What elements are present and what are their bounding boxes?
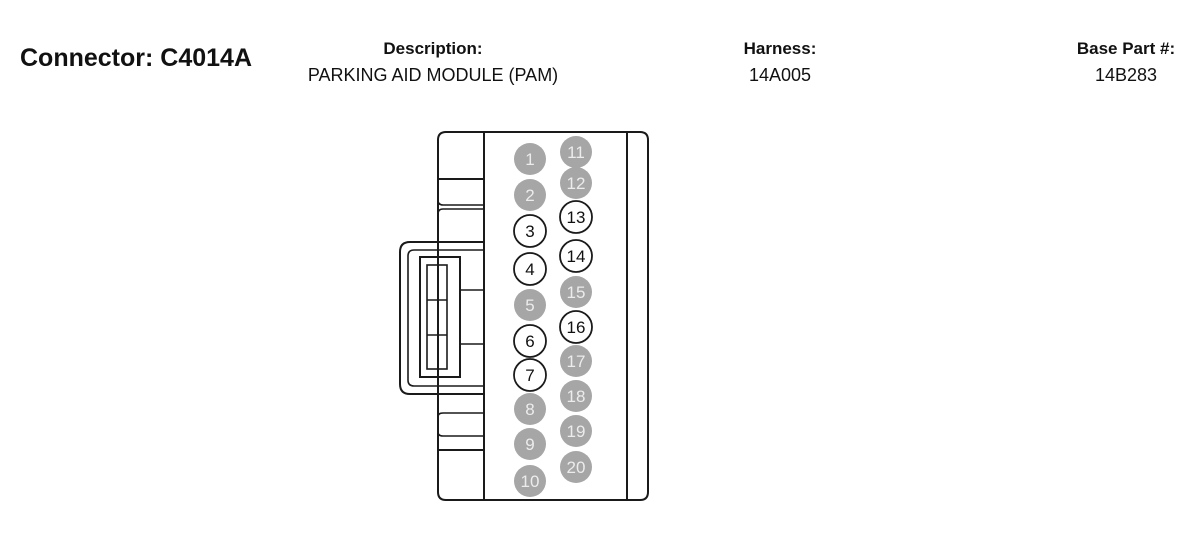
base-part-block: Base Part #: 14B283 — [1050, 38, 1199, 87]
pin-circle — [560, 276, 592, 308]
latch-tab — [460, 289, 484, 345]
pin-2: 2 — [514, 179, 546, 211]
pin-circle — [514, 393, 546, 425]
connector-housing — [399, 131, 649, 501]
pin-20: 20 — [560, 451, 592, 483]
pin-6: 6 — [513, 324, 547, 358]
pin-8: 8 — [514, 393, 546, 425]
pin-number-label: 19 — [567, 422, 586, 441]
latch-inner — [407, 249, 484, 387]
pin-circle — [560, 415, 592, 447]
pin-5: 5 — [514, 289, 546, 321]
pin-number-label: 12 — [567, 174, 586, 193]
description-block: Description: PARKING AID MODULE (PAM) — [288, 38, 578, 87]
pin-number-label: 10 — [521, 472, 540, 491]
pin-circle — [560, 167, 592, 199]
pin-number-label: 6 — [525, 332, 534, 351]
pin-number-label: 4 — [525, 260, 534, 279]
pin-circle — [514, 179, 546, 211]
pin-17: 17 — [560, 345, 592, 377]
pin-circle — [559, 310, 593, 344]
harness-block: Harness: 14A005 — [700, 38, 860, 87]
pin-number-label: 2 — [525, 186, 534, 205]
harness-label: Harness: — [743, 39, 817, 58]
latch-lock-outer — [419, 256, 461, 378]
pin-number-label: 7 — [525, 366, 534, 385]
pin-circle — [560, 451, 592, 483]
pin-1: 1 — [514, 143, 546, 175]
pin-number-label: 15 — [567, 283, 586, 302]
pin-number-label: 9 — [525, 435, 534, 454]
pin-number-label: 11 — [567, 143, 585, 162]
pin-circle — [513, 358, 547, 392]
description-label: Description: — [383, 39, 483, 58]
pin-circle — [559, 200, 593, 234]
pin-circle — [559, 239, 593, 273]
latch-outer — [399, 241, 484, 395]
connector-title: Connector: C4014A — [20, 44, 252, 72]
pin-circle — [514, 465, 546, 497]
harness-value: 14A005 — [748, 65, 812, 85]
pin-number-label: 16 — [567, 318, 586, 337]
pin-9: 9 — [514, 428, 546, 460]
pin-circle — [513, 252, 547, 286]
rib-bottom-2 — [437, 412, 484, 437]
base-part-label: Base Part #: — [1076, 39, 1176, 58]
pin-number-label: 1 — [525, 150, 534, 169]
pin-circle — [513, 214, 547, 248]
pin-4: 4 — [513, 252, 547, 286]
pin-number-label: 14 — [567, 247, 586, 266]
pin-number-label: 20 — [567, 458, 586, 477]
pin-10: 10 — [514, 465, 546, 497]
rib-top-2 — [437, 199, 484, 215]
pin-circle — [560, 380, 592, 412]
description-value: PARKING AID MODULE (PAM) — [307, 65, 559, 85]
pin-18: 18 — [560, 380, 592, 412]
pin-circle — [514, 289, 546, 321]
pin-16: 16 — [559, 310, 593, 344]
pin-circle — [560, 345, 592, 377]
pin-number-label: 5 — [525, 296, 534, 315]
pin-13: 13 — [559, 200, 593, 234]
pin-14: 14 — [559, 239, 593, 273]
pin-number-label: 17 — [567, 352, 586, 371]
pin-15: 15 — [560, 276, 592, 308]
pin-number-label: 13 — [567, 208, 586, 227]
base-part-value: 14B283 — [1094, 65, 1158, 85]
pin-number-label: 8 — [525, 400, 534, 419]
pin-number-label: 18 — [567, 387, 586, 406]
pin-12: 12 — [560, 167, 592, 199]
pin-circle — [514, 143, 546, 175]
pin-circle — [513, 324, 547, 358]
pin-3: 3 — [513, 214, 547, 248]
pin-19: 19 — [560, 415, 592, 447]
pin-circle — [560, 136, 592, 168]
latch-lock-inner — [426, 264, 448, 370]
pin-number-label: 3 — [525, 222, 534, 241]
pin-7: 7 — [513, 358, 547, 392]
pin-11: 11 — [560, 136, 592, 168]
pin-circle — [514, 428, 546, 460]
housing-outline — [437, 131, 649, 501]
